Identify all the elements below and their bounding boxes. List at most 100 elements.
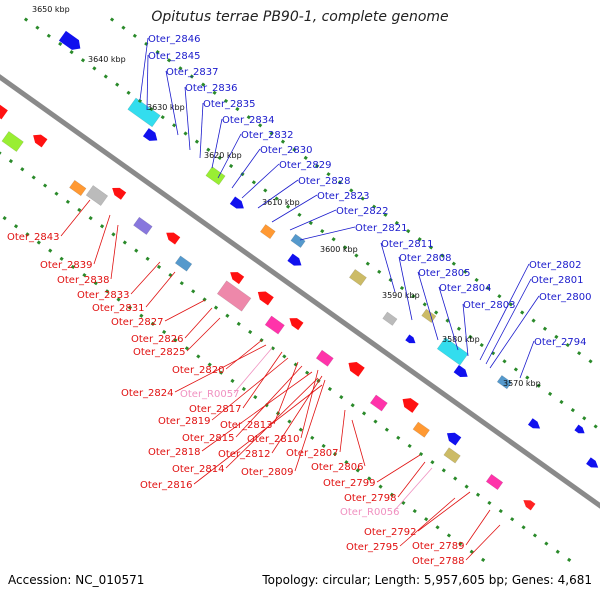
scale-ticks bbox=[0, 17, 600, 562]
leader-line bbox=[211, 118, 223, 169]
scale-tick bbox=[280, 139, 286, 144]
leader-line bbox=[165, 70, 179, 136]
gene-label-reverse: Oter_2807 bbox=[286, 448, 339, 459]
gene-arrow bbox=[446, 432, 462, 446]
gene-feature bbox=[112, 187, 127, 200]
scale-tick bbox=[339, 395, 344, 400]
scale-tick bbox=[59, 256, 64, 261]
scale-tick bbox=[258, 123, 263, 128]
gene-feature bbox=[369, 394, 388, 412]
scale-tick bbox=[139, 313, 144, 318]
scale-tick bbox=[310, 435, 315, 440]
gene-label-reverse: Oter_2825 bbox=[133, 347, 186, 358]
leader-line bbox=[184, 86, 191, 151]
topology-text: Topology: circular; Length: 5,957,605 bp… bbox=[262, 573, 592, 587]
scale-tick bbox=[422, 302, 427, 307]
gene-label-reverse: Oter_2820 bbox=[172, 365, 225, 376]
leader-line bbox=[139, 37, 149, 101]
gene-label-forward: Oter_2835 bbox=[203, 99, 256, 110]
leader-line bbox=[257, 179, 299, 209]
leader-line bbox=[376, 454, 421, 483]
gene-label-reverse: Oter_2814 bbox=[172, 464, 225, 475]
scale-tick bbox=[122, 240, 127, 245]
leader-line bbox=[186, 317, 221, 352]
gene-feature bbox=[446, 432, 462, 446]
leader-line bbox=[273, 361, 299, 425]
scale-tick bbox=[173, 338, 178, 343]
gene-arrow bbox=[289, 318, 304, 331]
leader-line bbox=[398, 256, 413, 321]
scale-tick bbox=[194, 139, 200, 144]
leader-line bbox=[351, 419, 366, 467]
leader-line bbox=[225, 339, 263, 370]
gene-box bbox=[259, 224, 276, 240]
scale-tick bbox=[269, 131, 274, 136]
gene-arrow bbox=[230, 272, 245, 285]
gene-label-reverse: Oter_2799 bbox=[323, 478, 376, 489]
leader-line bbox=[339, 409, 346, 453]
scale-tick bbox=[355, 468, 360, 473]
scale-tick bbox=[531, 318, 536, 323]
leader-line bbox=[233, 347, 273, 394]
scale-tick bbox=[377, 269, 382, 274]
kbp-mark: 3600 kbp bbox=[320, 245, 358, 254]
gene-label-forward: Oter_2845 bbox=[148, 51, 201, 62]
scale-tick bbox=[20, 167, 25, 172]
leader-line bbox=[462, 303, 469, 357]
scale-tick bbox=[282, 354, 287, 359]
gene-arrow bbox=[58, 30, 81, 50]
leader-line bbox=[271, 375, 323, 454]
scale-tick bbox=[134, 248, 139, 253]
scale-tick bbox=[285, 204, 291, 209]
scale-tick bbox=[367, 476, 372, 481]
kbp-mark: 3570 kbp bbox=[503, 379, 541, 388]
scale-tick bbox=[326, 172, 331, 177]
gene-arrow bbox=[453, 364, 468, 377]
scale-tick bbox=[77, 207, 82, 213]
genome-backbone bbox=[0, 74, 600, 509]
scale-tick bbox=[479, 342, 484, 348]
scale-tick bbox=[251, 180, 256, 185]
scale-tick bbox=[168, 272, 173, 278]
gene-feature bbox=[216, 280, 252, 312]
scale-tick bbox=[544, 541, 549, 546]
gene-feature bbox=[405, 334, 416, 344]
scale-tick bbox=[70, 264, 76, 270]
scale-tick bbox=[8, 159, 14, 164]
leader-line bbox=[399, 497, 456, 547]
gene-label-forward: Oter_2805 bbox=[418, 268, 471, 279]
scale-tick bbox=[292, 147, 297, 152]
gene-label-reverse: Oter_2815 bbox=[182, 433, 235, 444]
accession-text: Accession: NC_010571 bbox=[8, 573, 145, 587]
scale-tick bbox=[201, 82, 206, 87]
scale-tick bbox=[36, 240, 41, 245]
scale-tick bbox=[593, 424, 598, 429]
gene-box bbox=[264, 315, 285, 335]
gene-label-forward: Oter_2830 bbox=[260, 145, 313, 156]
gene-labels: Oter_2846Oter_2845Oter_2837Oter_2836Oter… bbox=[7, 34, 592, 567]
scale-tick bbox=[396, 435, 401, 440]
gene-feature bbox=[348, 269, 367, 286]
gene-label-forward: Oter_2836 bbox=[185, 83, 238, 94]
scale-tick bbox=[542, 326, 548, 331]
gene-box bbox=[412, 421, 430, 438]
scale-tick bbox=[378, 484, 383, 489]
gene-label-reverse: Oter_2809 bbox=[241, 467, 294, 478]
scale-tick bbox=[331, 237, 336, 242]
leader-line bbox=[397, 461, 426, 498]
gene-box bbox=[496, 375, 512, 390]
gene-arrow bbox=[287, 253, 302, 266]
gene-label-reverse: Oter_2839 bbox=[40, 260, 93, 271]
gene-arrow bbox=[402, 398, 419, 413]
scale-tick bbox=[155, 50, 160, 55]
scale-tick bbox=[248, 329, 253, 335]
scale-tick bbox=[109, 17, 115, 22]
scale-tick bbox=[35, 25, 40, 30]
gene-label-forward: Oter_2802 bbox=[529, 260, 582, 271]
scale-tick bbox=[458, 541, 463, 546]
gene-feature bbox=[166, 232, 181, 245]
gene-feature bbox=[174, 255, 193, 272]
scale-tick bbox=[383, 212, 388, 217]
scale-tick bbox=[93, 281, 98, 286]
gene-arrow bbox=[574, 424, 585, 434]
